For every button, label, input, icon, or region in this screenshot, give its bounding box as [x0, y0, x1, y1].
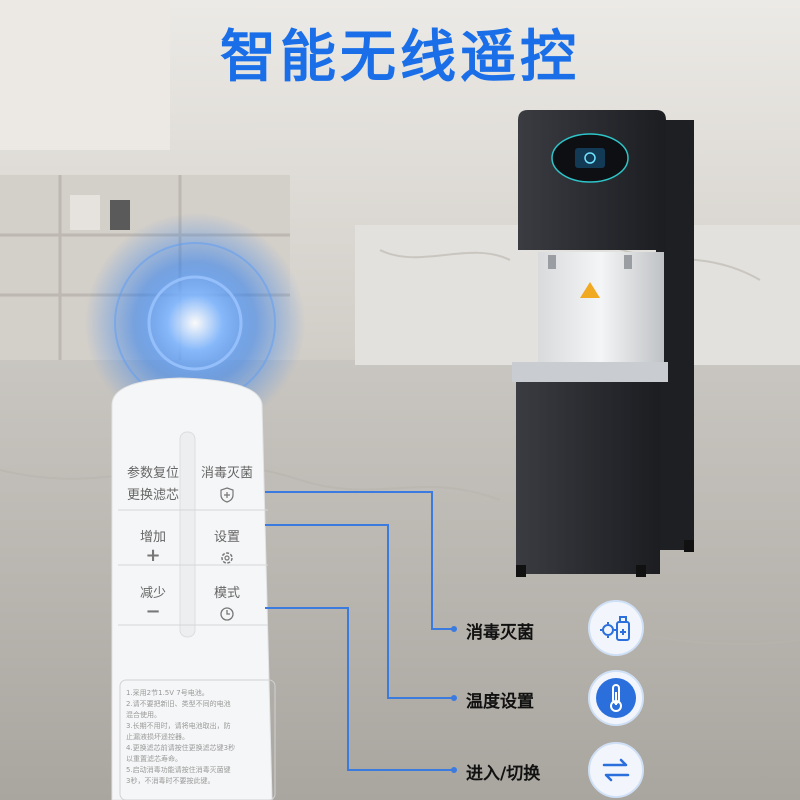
- switch-arrows-icon: [588, 742, 644, 798]
- disinfect-icon: [588, 600, 644, 656]
- shield-plus-icon: [220, 487, 234, 503]
- note-line: 混合使用。: [126, 711, 161, 719]
- increase-label: 增加: [139, 530, 166, 545]
- disinfect-label: 消毒灭菌: [200, 466, 253, 481]
- remote-control: [111, 377, 276, 800]
- plus-icon: +: [145, 545, 161, 566]
- replace-filter-label: 更换滤芯: [126, 488, 179, 503]
- mode-key[interactable]: 模式: [196, 582, 258, 626]
- clock-icon: [220, 607, 234, 621]
- feature-switch-label: 进入/切换: [466, 764, 541, 784]
- feature-disinfect-label: 消毒灭菌: [466, 623, 534, 643]
- note-line: 以重置滤芯寿命。: [126, 755, 182, 763]
- increase-key[interactable]: 增加 +: [124, 526, 182, 566]
- decrease-label: 减少: [139, 586, 166, 601]
- disinfect-key[interactable]: 消毒灭菌: [196, 462, 258, 507]
- remote-instructions: 1.采用2节1.5V 7号电池。 2.请不要把新旧、类型不同的电池 混合使用。 …: [126, 688, 274, 787]
- reset-filter-key[interactable]: 参数复位 更换滤芯: [124, 462, 182, 503]
- page-title: 智能无线遥控: [220, 25, 580, 90]
- settings-label: 设置: [213, 530, 240, 545]
- decrease-key[interactable]: 减少 −: [124, 582, 182, 622]
- minus-icon: −: [145, 601, 161, 622]
- note-line: 2.请不要把新旧、类型不同的电池: [126, 700, 231, 708]
- water-dispenser: [512, 110, 694, 577]
- settings-key[interactable]: 设置: [196, 526, 258, 570]
- thermometer-icon: [588, 670, 644, 726]
- note-line: 3.长期不用时，请将电池取出，防: [126, 722, 231, 730]
- note-line: 4.更换滤芯前请按住更换滤芯键3秒: [126, 744, 236, 752]
- mode-label: 模式: [213, 586, 240, 601]
- note-line: 3秒，不消毒时不要按此键。: [126, 777, 215, 785]
- feature-temperature-label: 温度设置: [466, 692, 534, 712]
- note-line: 5.启动消毒功能请按住消毒灭菌键: [126, 766, 231, 774]
- connector-lines: [265, 491, 454, 771]
- note-line: 止漏液损坏遥控器。: [126, 733, 189, 741]
- gear-icon: [221, 552, 233, 564]
- reset-label: 参数复位: [126, 466, 179, 481]
- note-line: 1.采用2节1.5V 7号电池。: [126, 689, 209, 697]
